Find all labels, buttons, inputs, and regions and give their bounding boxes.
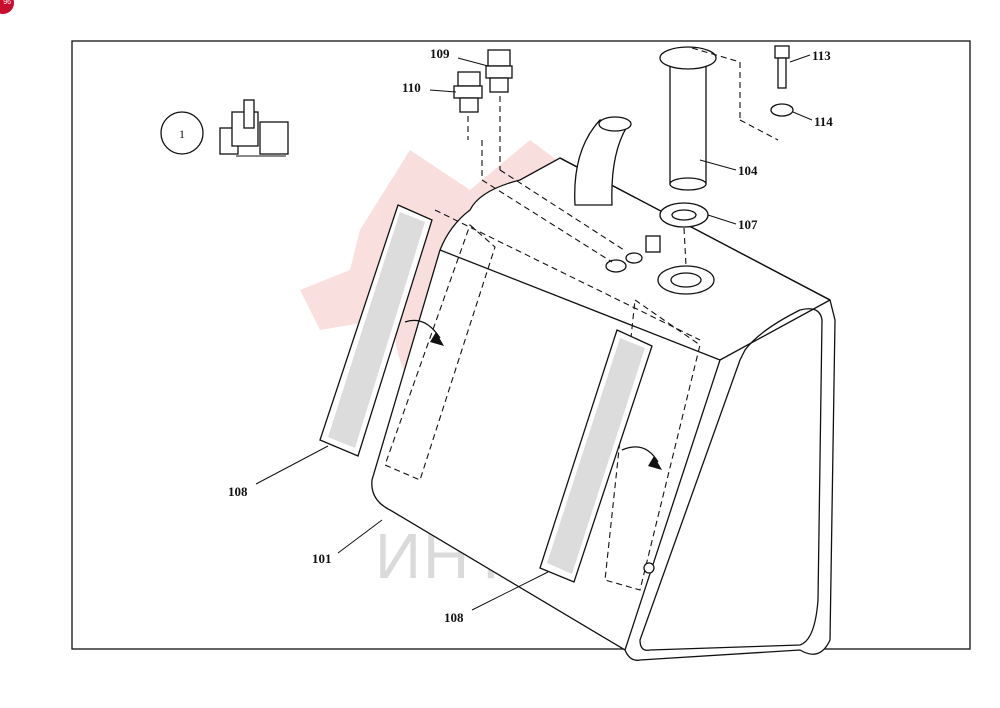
label-108-right: 108 [444, 610, 464, 625]
diagram-frame [71, 40, 971, 650]
label-114: 114 [814, 114, 833, 129]
gasket [659, 202, 709, 267]
label-104: 104 [738, 163, 758, 178]
corner-badge: 96 [0, 0, 14, 14]
label-101: 101 [312, 551, 332, 566]
washer [770, 103, 794, 117]
svg-text:1: 1 [179, 127, 185, 141]
label-110: 110 [402, 80, 421, 95]
label-108-left: 108 [228, 484, 248, 499]
strap-pad-right [539, 329, 662, 583]
sender-unit [659, 46, 779, 191]
label-107: 107 [738, 217, 758, 232]
strap-pad-left [319, 204, 444, 457]
label-109: 109 [430, 46, 450, 61]
label-113: 113 [812, 48, 831, 63]
bolt [774, 45, 790, 89]
fitting-109 [485, 49, 625, 251]
fitting-110 [453, 71, 613, 263]
view-marker: 1 [160, 99, 289, 157]
